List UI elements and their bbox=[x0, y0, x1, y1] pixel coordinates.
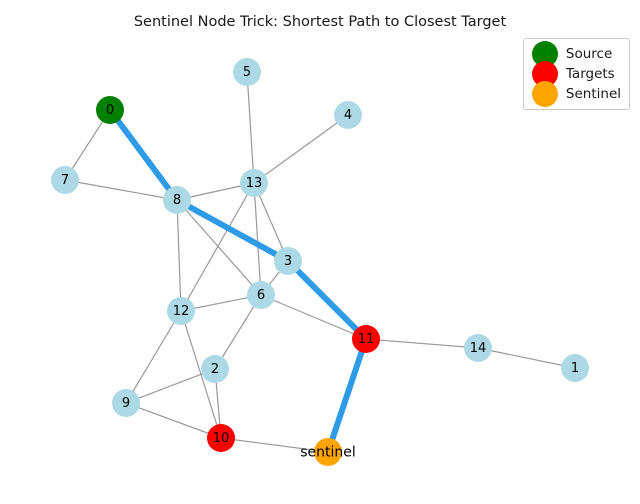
node-label-9: 9 bbox=[122, 396, 130, 411]
graph-edge bbox=[176, 199, 182, 312]
path-edge bbox=[107, 107, 180, 203]
graph-node-4[interactable] bbox=[334, 101, 362, 129]
graph-edge bbox=[176, 199, 262, 296]
node-label-1: 1 bbox=[571, 361, 579, 376]
node-label-3: 3 bbox=[284, 254, 292, 269]
graph-edge bbox=[253, 114, 349, 184]
edges-layer bbox=[64, 71, 576, 453]
graph-node-7[interactable] bbox=[51, 166, 79, 194]
graph-node-5[interactable] bbox=[233, 58, 261, 86]
graph-node-10[interactable] bbox=[207, 424, 235, 452]
node-label-6: 6 bbox=[257, 288, 265, 303]
graph-edge bbox=[180, 182, 255, 312]
graph-edge bbox=[253, 182, 289, 262]
node-label-14: 14 bbox=[470, 341, 487, 356]
highlighted-path-layer bbox=[107, 107, 369, 455]
graph-edge bbox=[64, 179, 178, 201]
graph-node-0[interactable] bbox=[96, 96, 124, 124]
graph-edge bbox=[477, 347, 576, 369]
node-label-13: 13 bbox=[246, 176, 263, 191]
graph-node-9[interactable] bbox=[112, 389, 140, 417]
graph-edge bbox=[214, 294, 262, 370]
legend-item-source: Source bbox=[530, 41, 621, 67]
legend-label-source: Source bbox=[565, 46, 613, 62]
graph-node-6[interactable] bbox=[247, 281, 275, 309]
graph-edge bbox=[253, 182, 262, 296]
node-label-5: 5 bbox=[243, 65, 251, 80]
node-label-4: 4 bbox=[344, 108, 352, 123]
node-label-7: 7 bbox=[61, 173, 69, 188]
graph-node-13[interactable] bbox=[240, 169, 268, 197]
nodes-layer bbox=[51, 58, 589, 466]
legend-label-targets: Targets bbox=[565, 66, 615, 82]
legend-label-sentinel: Sentinel bbox=[565, 86, 621, 102]
graph-node-14[interactable] bbox=[464, 334, 492, 362]
path-edge bbox=[285, 258, 369, 342]
node-label-10: 10 bbox=[213, 431, 230, 446]
path-edge bbox=[325, 336, 369, 455]
graph-edge bbox=[220, 437, 329, 453]
node-label-2: 2 bbox=[211, 362, 219, 377]
chart-title: Sentinel Node Trick: Shortest Path to Cl… bbox=[133, 14, 507, 30]
graph-node-2[interactable] bbox=[201, 355, 229, 383]
graph-edge bbox=[125, 310, 182, 404]
graph-edge bbox=[260, 294, 367, 340]
graph-node-3[interactable] bbox=[274, 247, 302, 275]
legend-item-sentinel: Sentinel bbox=[530, 81, 621, 107]
graph-edge bbox=[365, 338, 479, 349]
graph-edge bbox=[125, 402, 222, 439]
graph-node-11[interactable] bbox=[352, 325, 380, 353]
node-label-8: 8 bbox=[173, 193, 181, 208]
node-labels-layer: 0 7 8 5 4 13 3 6 12 2 9 10 11 14 1 sentinel bbox=[61, 65, 579, 461]
graph-node-1[interactable] bbox=[561, 354, 589, 382]
path-edge bbox=[174, 197, 291, 264]
node-label-12: 12 bbox=[173, 304, 190, 319]
graph-edge bbox=[246, 71, 255, 184]
node-label-0: 0 bbox=[106, 103, 114, 118]
node-label-sentinel: sentinel bbox=[300, 445, 356, 461]
graph-node-sentinel[interactable] bbox=[314, 438, 342, 466]
graph-node-8[interactable] bbox=[163, 186, 191, 214]
graph-node-12[interactable] bbox=[167, 297, 195, 325]
legend: Source Targets Sentinel bbox=[522, 38, 630, 110]
legend-swatch-sentinel bbox=[531, 81, 558, 107]
node-label-11: 11 bbox=[358, 332, 375, 347]
graph-edge bbox=[125, 368, 216, 404]
